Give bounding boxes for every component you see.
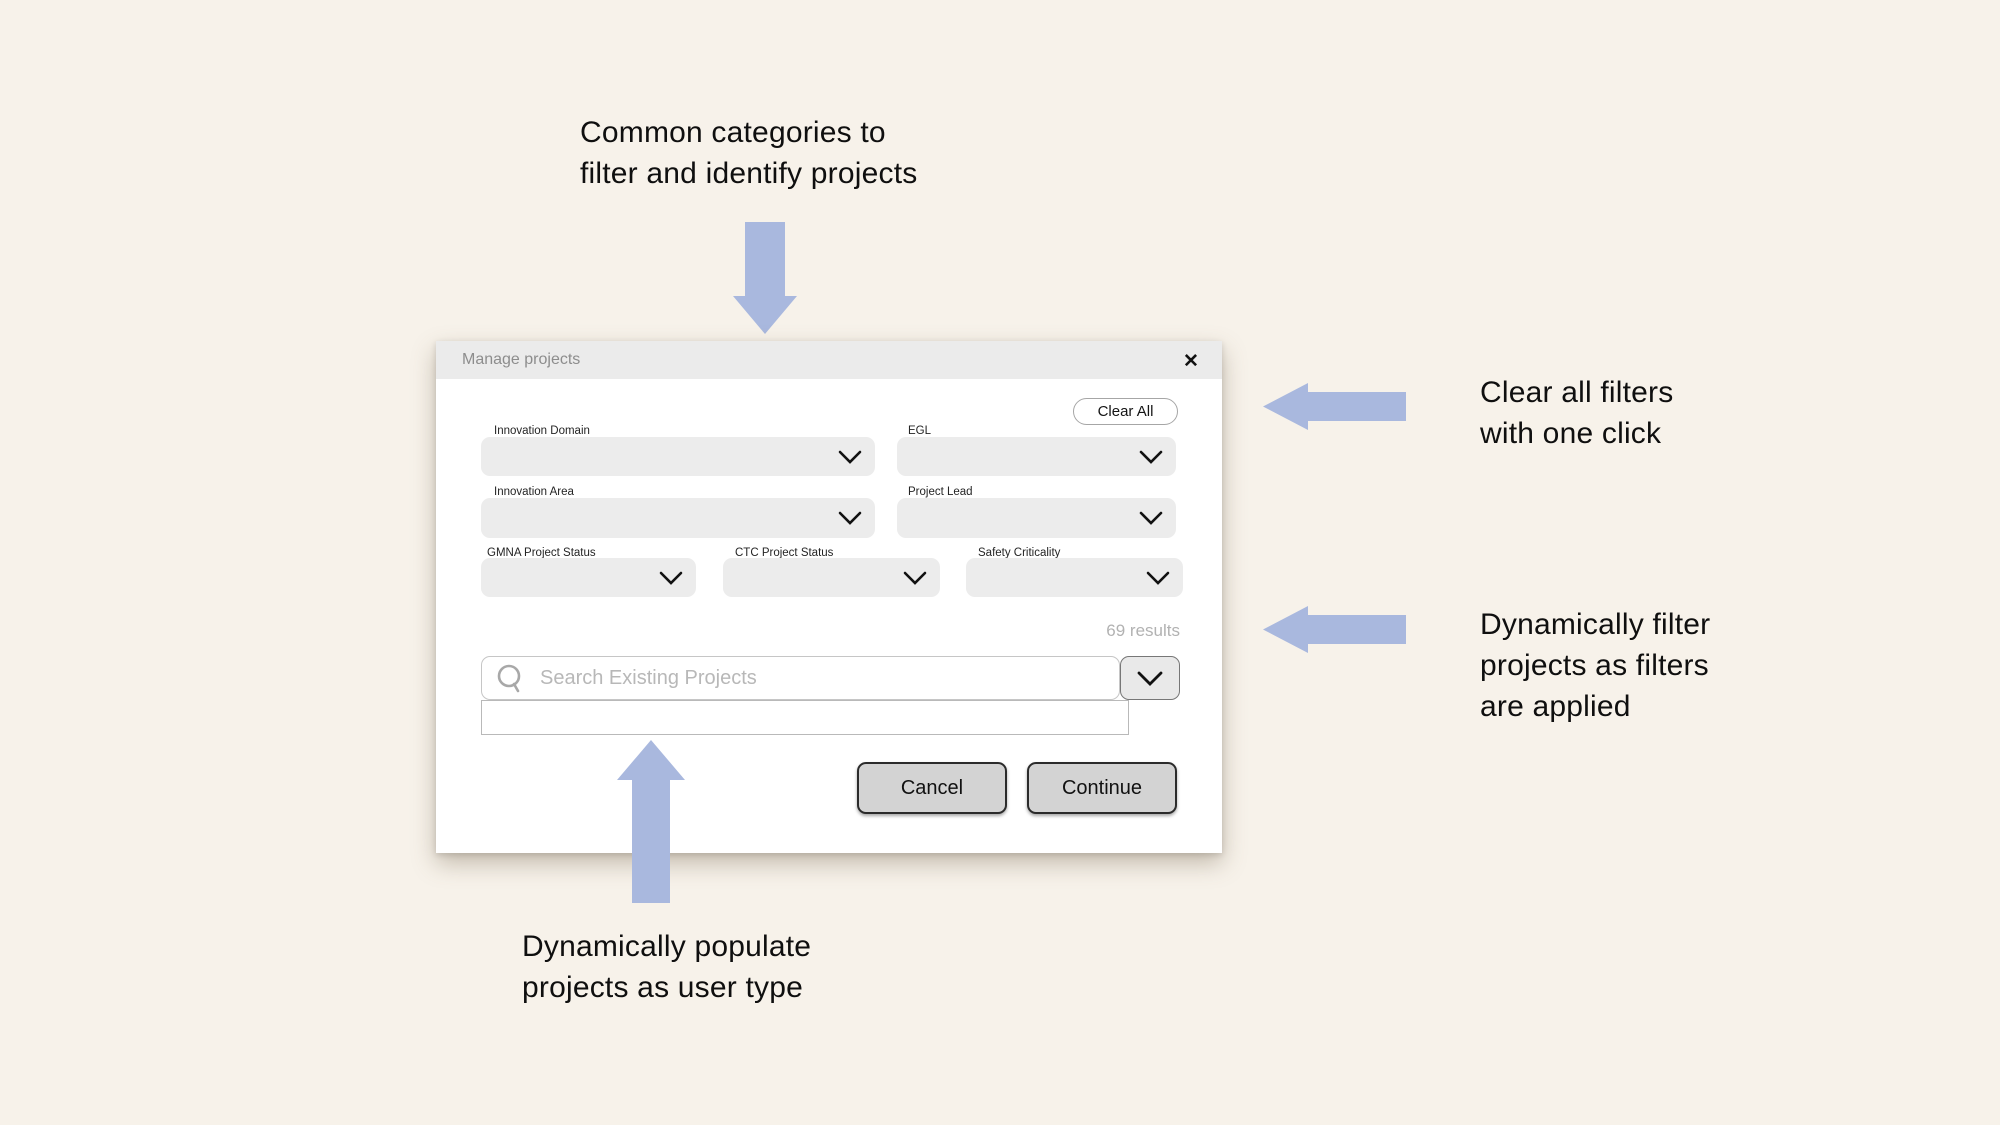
annotation-line: Clear all filters <box>1480 376 1674 409</box>
egl-dropdown[interactable] <box>897 437 1176 476</box>
search-field-wrap <box>481 656 1120 700</box>
chevron-down-icon <box>1146 571 1170 585</box>
field-label-innovation-domain: Innovation Domain <box>494 425 590 437</box>
cancel-button[interactable]: Cancel <box>857 762 1007 814</box>
chevron-down-icon <box>659 571 683 585</box>
clear-all-button[interactable]: Clear All <box>1073 398 1178 425</box>
results-count: 69 results <box>1106 621 1180 640</box>
chevron-down-icon <box>1139 511 1163 525</box>
chevron-down-icon <box>838 450 862 464</box>
chevron-down-icon <box>838 511 862 525</box>
safety-criticality-dropdown[interactable] <box>966 558 1183 597</box>
search-dropdown-button[interactable] <box>1120 656 1180 700</box>
annotation-line: Dynamically populate <box>522 930 812 963</box>
annotation-line: Common categories to <box>580 116 886 149</box>
annotation-line: filter and identify projects <box>580 157 918 190</box>
annotation-line: projects as user type <box>522 971 803 1004</box>
annotation-line: projects as filters <box>1480 649 1709 682</box>
down-arrow-icon <box>733 222 797 334</box>
left-arrow-icon <box>1263 606 1406 653</box>
close-button[interactable]: ✕ <box>1178 348 1204 374</box>
field-label-ctc-status: CTC Project Status <box>735 547 834 559</box>
dialog-title: Manage projects <box>462 351 581 368</box>
chevron-down-icon <box>1137 671 1163 686</box>
annotation-common-categories: Common categories to filter and identify… <box>580 112 917 194</box>
field-label-innovation-area: Innovation Area <box>494 486 574 498</box>
gmna-project-status-dropdown[interactable] <box>481 558 696 597</box>
chevron-down-icon <box>903 571 927 585</box>
field-label-project-lead: Project Lead <box>908 486 973 498</box>
field-label-egl: EGL <box>908 425 932 437</box>
annotation-line: with one click <box>1480 417 1662 450</box>
left-arrow-icon <box>1263 383 1406 430</box>
chevron-down-icon <box>1139 450 1163 464</box>
annotation-dynamic-filter: Dynamically filter projects as filters a… <box>1480 604 1710 727</box>
search-results-listbox[interactable] <box>481 700 1129 735</box>
annotation-line: Dynamically filter <box>1480 608 1711 641</box>
innovation-area-dropdown[interactable] <box>481 498 875 538</box>
dialog-titlebar: Manage projects <box>436 341 1222 379</box>
project-lead-dropdown[interactable] <box>897 498 1176 538</box>
annotation-dynamic-populate: Dynamically populate projects as user ty… <box>522 926 811 1008</box>
annotation-clear-all: Clear all filters with one click <box>1480 372 1673 454</box>
search-input[interactable] <box>481 656 1120 700</box>
annotation-line: are applied <box>1480 690 1631 723</box>
up-arrow-icon <box>617 740 685 903</box>
field-label-gmna-status: GMNA Project Status <box>487 547 596 559</box>
field-label-safety-criticality: Safety Criticality <box>978 547 1061 559</box>
continue-button[interactable]: Continue <box>1027 762 1177 814</box>
ctc-project-status-dropdown[interactable] <box>723 558 940 597</box>
manage-projects-dialog: Manage projects ✕ Clear All Innovation D… <box>436 341 1222 853</box>
innovation-domain-dropdown[interactable] <box>481 437 875 476</box>
